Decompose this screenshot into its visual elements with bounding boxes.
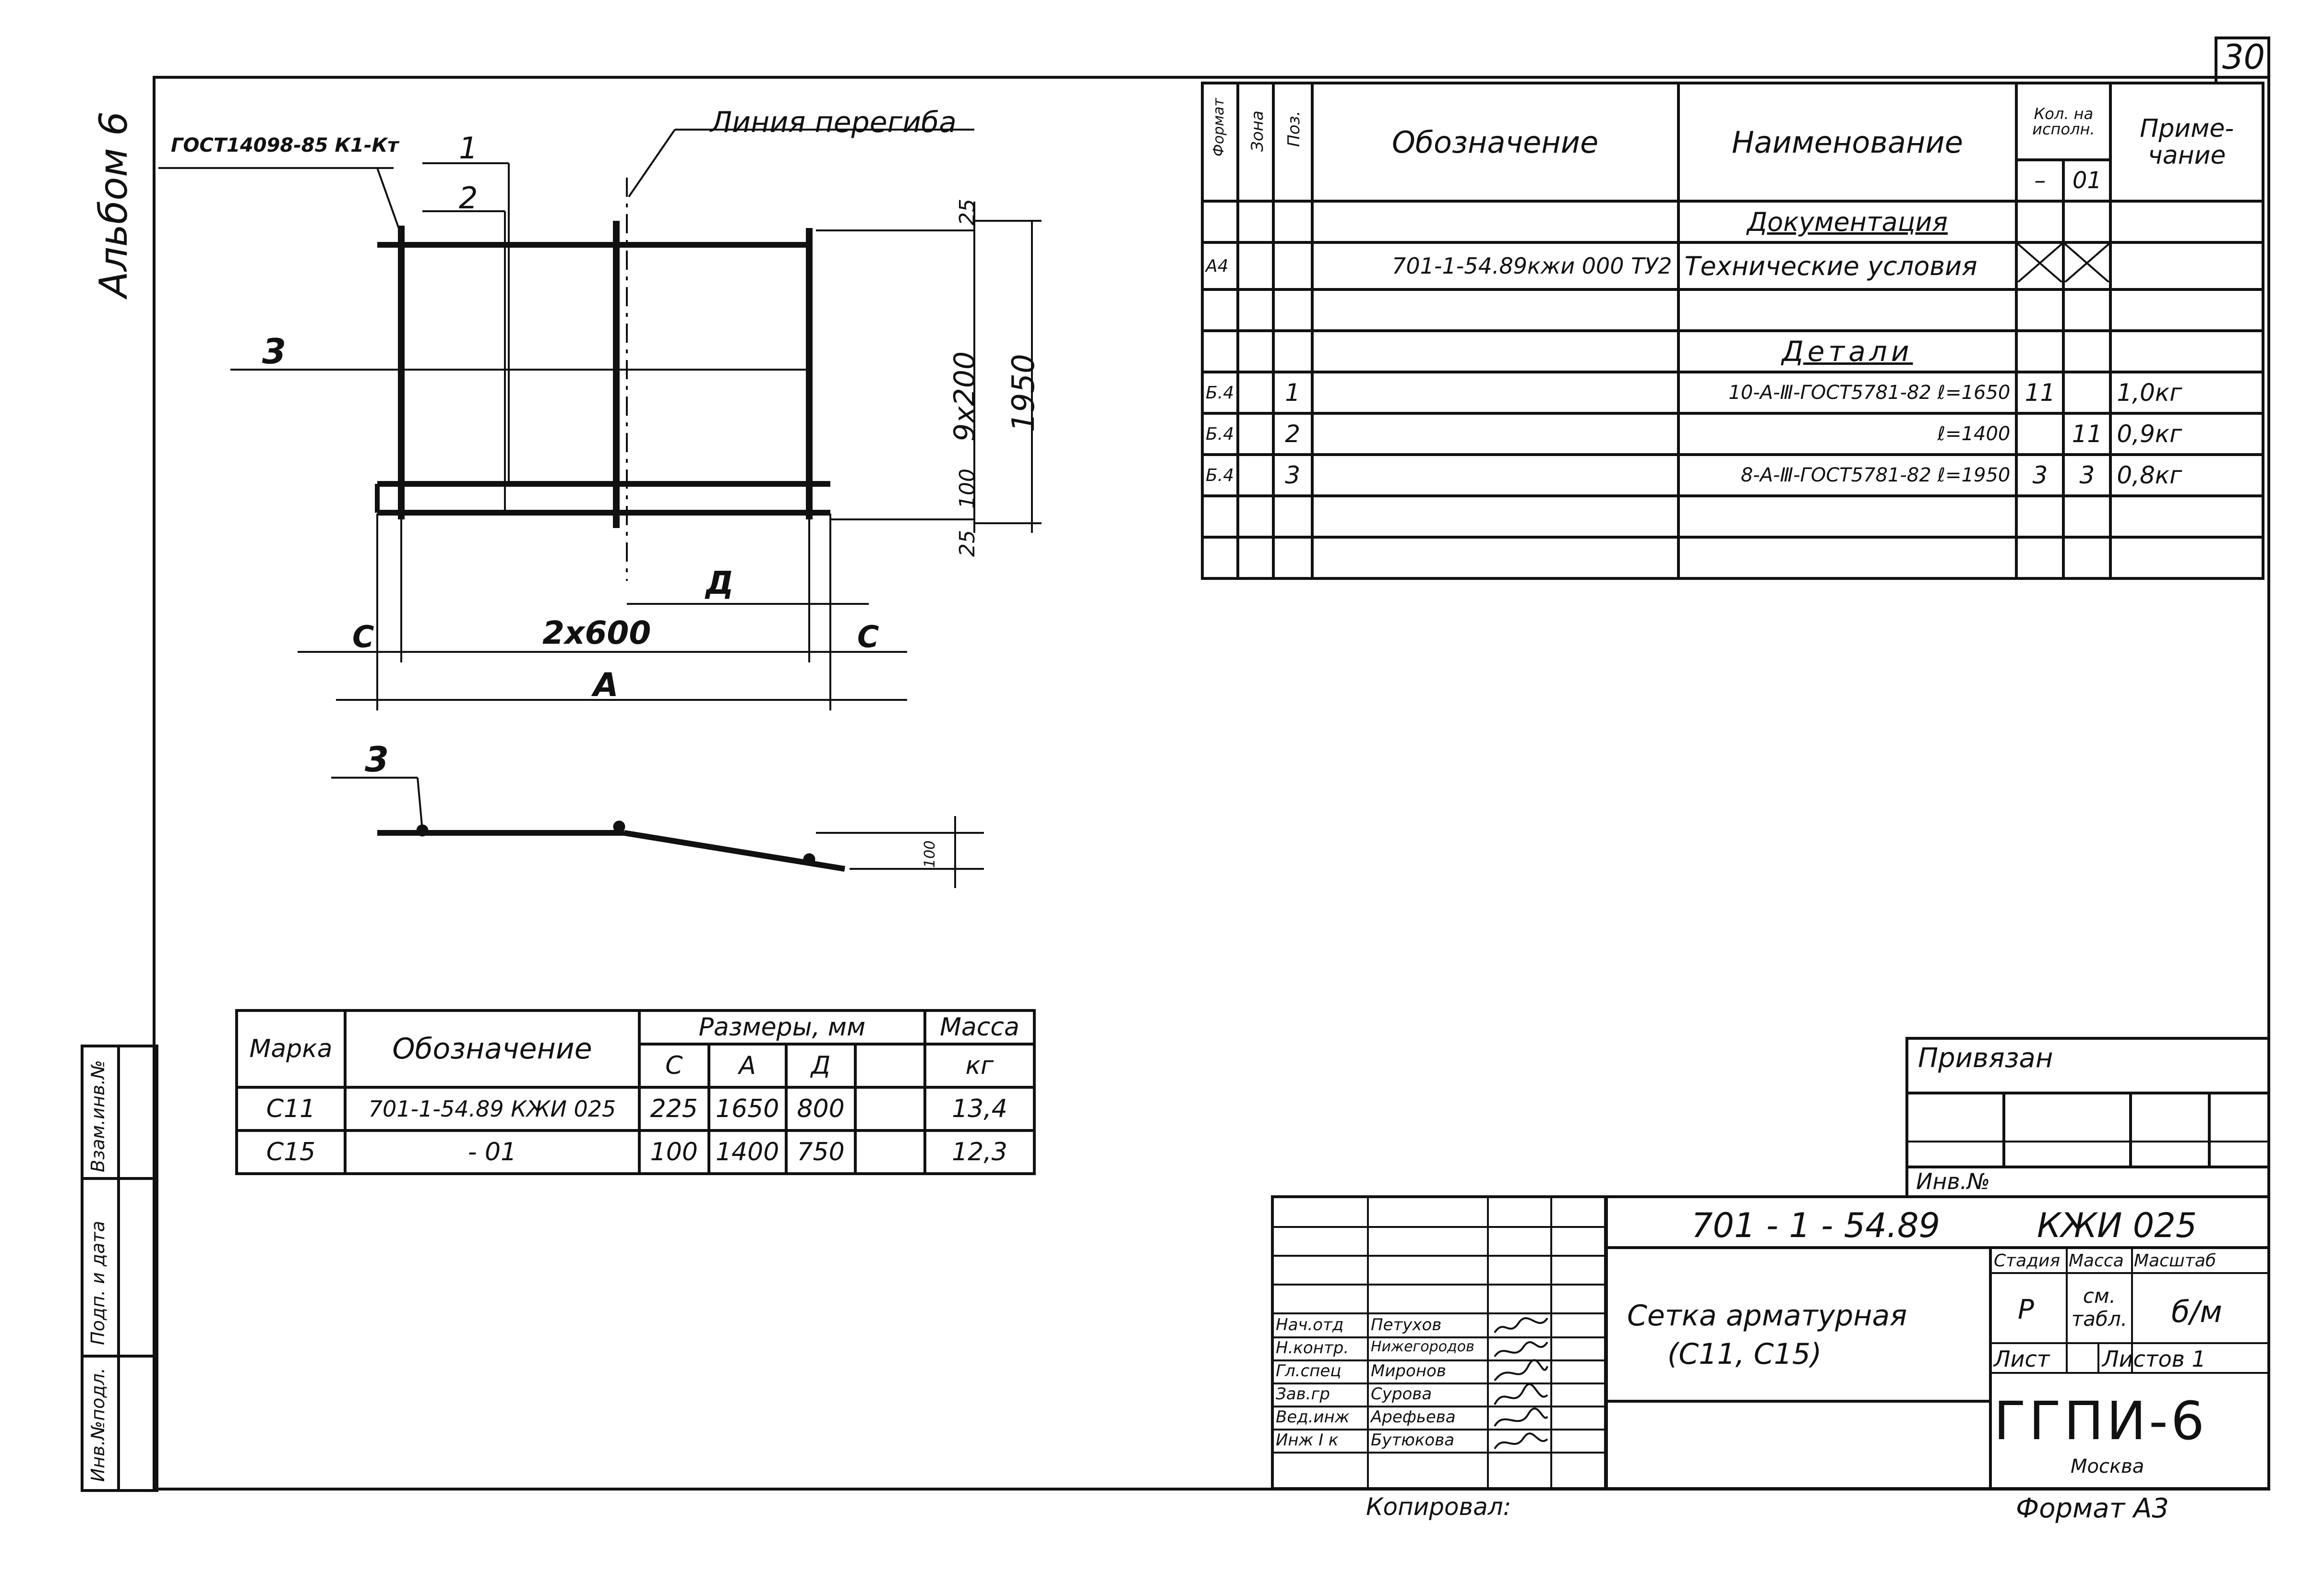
privyazan-inv: Инв.№	[1916, 1168, 1990, 1194]
gost-ref: ГОСТ14098-85 К1-Кт	[171, 134, 399, 156]
dim-9x200: 9х200	[948, 351, 982, 442]
staff-role: Нач.отд	[1276, 1315, 1344, 1335]
dim-25-bottom: 25	[955, 530, 980, 557]
cross-mark	[2064, 243, 2110, 283]
spec-col-pos: Поз.	[1271, 82, 1314, 203]
drawing-frame	[153, 76, 2270, 1491]
drawing-title: Сетка арматурная	[1627, 1299, 1907, 1333]
stage-header: Стадия	[1994, 1251, 2060, 1271]
dim-d-label: Д	[706, 565, 734, 601]
staff-role: Вед.инж	[1276, 1407, 1350, 1427]
scale-value: б/м	[2171, 1294, 2222, 1329]
dim-2x600: 2х600	[542, 614, 651, 651]
sheet-header: Лист	[1994, 1346, 2050, 1372]
spec-col-designation: Обозначение	[1310, 82, 1680, 203]
cross-mark	[2017, 243, 2063, 283]
section-details: Детали	[1677, 329, 2018, 373]
section-documentation: Документация	[1677, 200, 2018, 244]
privyazan-title: Привязан	[1918, 1043, 2053, 1074]
spec-col-qty-b: 01	[2062, 158, 2112, 203]
staff-name: Миронов	[1371, 1361, 1446, 1381]
copied-by: Копировал:	[1366, 1493, 1511, 1521]
marks-col-sizes: Размеры, мм	[637, 1009, 926, 1046]
staff-role: Гл.спец	[1276, 1361, 1342, 1381]
pos-1-label: 1	[459, 131, 478, 166]
spec-col-format: Формат	[1201, 82, 1239, 203]
staff-role: Н.контр.	[1276, 1338, 1349, 1358]
stage-value: Р	[2018, 1294, 2034, 1325]
scale-header: Масштаб	[2134, 1251, 2216, 1271]
staff-name: Арефьева	[1371, 1407, 1456, 1427]
dim-25-top: 25	[955, 199, 980, 226]
sheet-number-box	[2215, 36, 2270, 82]
sheet-number: 30	[2222, 37, 2265, 77]
staff-name: Бутюкова	[1371, 1431, 1455, 1450]
pos-3-side-label: 3	[365, 739, 389, 780]
pos-2-label: 2	[459, 180, 478, 216]
spec-col-qty: Кол. на исполн.	[2015, 82, 2112, 161]
org-city: Москва	[2071, 1455, 2144, 1478]
dim-100: 100	[955, 469, 980, 509]
signature-marks	[1494, 1317, 1548, 1450]
sheets-header: Листов 1	[2102, 1346, 2206, 1372]
privyazan-block: Привязан Инв.№	[1905, 1037, 2267, 1198]
spec-row: Б.4 1 10-А-Ⅲ-ГОСТ5781-82 ℓ=1650 11 1,0кг	[1201, 371, 2264, 415]
table-row: С15 - 01 100 1400 750 12,3	[235, 1129, 1036, 1175]
doc-code-suffix: КЖИ 025	[2037, 1206, 2197, 1245]
side-stamp: Инв.№подл. Подп. и дата Взам.инв.№	[81, 1045, 158, 1492]
spec-col-zone: Зона	[1236, 82, 1275, 203]
bend-line-label: Линия перегиба	[710, 106, 957, 139]
marks-col-mark: Марка	[235, 1009, 347, 1089]
dim-side: 100	[922, 840, 938, 868]
dim-c-left: С	[352, 619, 374, 654]
mass-value: см. табл.	[2071, 1284, 2128, 1331]
marks-col-designation: Обозначение	[344, 1009, 641, 1089]
doc-designation: 701-1-54.89кжи 000 ТУ2	[1310, 241, 1680, 291]
marks-table: Марка Обозначение Размеры, мм Масса С А …	[235, 1009, 1036, 1175]
dim-c-right: С	[857, 619, 879, 654]
table-row: С11 701-1-54.89 КЖИ 025 225 1650 800 13,…	[235, 1086, 1036, 1132]
mass-header: Масса	[2069, 1251, 2124, 1271]
title-block: Нач.отд Петухов Н.контр. Нижегородов Гл.…	[1271, 1195, 2267, 1490]
org-name: ГГПИ-6	[1994, 1390, 2207, 1452]
marks-col-mass: Масса	[923, 1009, 1036, 1046]
staff-grid	[1274, 1198, 1606, 1490]
staff-name: Сурова	[1371, 1384, 1432, 1404]
dim-a-label: А	[593, 666, 619, 704]
doc-code: 701 - 1 - 54.89	[1691, 1206, 1941, 1245]
spec-col-qty-a: –	[2015, 158, 2065, 203]
specification-table: Формат Зона Поз. Обозначение Наименовани…	[1201, 82, 2264, 580]
staff-role: Зав.гр	[1276, 1384, 1330, 1404]
staff-role: Инж I к	[1276, 1431, 1339, 1450]
doc-row: А4 701-1-54.89кжи 000 ТУ2 Технические ус…	[1201, 241, 2264, 291]
pos-3-label: 3	[262, 331, 287, 372]
doc-name: Технические условия	[1677, 241, 2018, 291]
spec-row: Б.4 3 8-А-Ⅲ-ГОСТ5781-82 ℓ=1950 3 3 0,8кг	[1201, 453, 2264, 497]
staff-name: Петухов	[1371, 1315, 1442, 1335]
spec-col-name: Наименование	[1677, 82, 2018, 203]
dim-1950: 1950	[1006, 354, 1042, 432]
staff-name: Нижегородов	[1371, 1338, 1474, 1355]
drawing-subtitle: (С11, С15)	[1667, 1337, 1822, 1371]
spec-row: Б.4 2 ℓ=1400 11 0,9кг	[1201, 412, 2264, 456]
spec-col-note: Приме-чание	[2109, 82, 2264, 203]
format-label: Формат А3	[2016, 1493, 2169, 1524]
